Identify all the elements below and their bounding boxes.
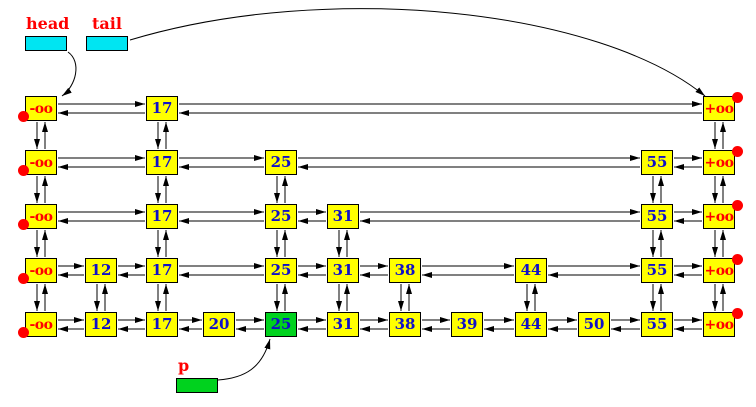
pos-infinity-node: +oo bbox=[703, 150, 735, 175]
node-55: 55 bbox=[641, 150, 673, 175]
pos-infinity-node: +oo bbox=[703, 96, 735, 121]
node-38: 38 bbox=[389, 258, 421, 283]
node-55: 55 bbox=[641, 312, 673, 337]
neg-infinity-node: -oo bbox=[25, 258, 57, 283]
head-pointer-box bbox=[25, 36, 67, 51]
neg-infinity-node: -oo bbox=[25, 150, 57, 175]
node-50: 50 bbox=[578, 312, 610, 337]
tail-pointer-box bbox=[86, 36, 128, 51]
node-38: 38 bbox=[389, 312, 421, 337]
neg-sentinel-dot bbox=[18, 111, 29, 122]
neg-sentinel-dot bbox=[18, 327, 29, 338]
node-39: 39 bbox=[451, 312, 483, 337]
node-25: 25 bbox=[265, 312, 297, 337]
node-55: 55 bbox=[641, 258, 673, 283]
node-12: 12 bbox=[85, 258, 117, 283]
node-20: 20 bbox=[203, 312, 235, 337]
pos-infinity-node: +oo bbox=[703, 312, 735, 337]
neg-infinity-node: -oo bbox=[25, 96, 57, 121]
neg-infinity-node: -oo bbox=[25, 312, 57, 337]
tail-label: tail bbox=[92, 14, 122, 33]
pos-sentinel-dot bbox=[732, 308, 743, 319]
node-25: 25 bbox=[265, 204, 297, 229]
tail-pointer-arrow bbox=[129, 8, 706, 97]
head-label: head bbox=[26, 14, 70, 33]
p-label: p bbox=[178, 356, 190, 375]
node-31: 31 bbox=[327, 204, 359, 229]
pos-sentinel-dot bbox=[732, 92, 743, 103]
pos-infinity-node: +oo bbox=[703, 258, 735, 283]
node-12: 12 bbox=[85, 312, 117, 337]
node-17: 17 bbox=[146, 150, 178, 175]
neg-sentinel-dot bbox=[18, 165, 29, 176]
node-55: 55 bbox=[641, 204, 673, 229]
pos-sentinel-dot bbox=[732, 146, 743, 157]
pos-sentinel-dot bbox=[732, 254, 743, 265]
node-44: 44 bbox=[515, 258, 547, 283]
pos-sentinel-dot bbox=[732, 200, 743, 211]
node-17: 17 bbox=[146, 96, 178, 121]
p-pointer-arrow bbox=[217, 338, 271, 381]
node-44: 44 bbox=[515, 312, 547, 337]
neg-infinity-node: -oo bbox=[25, 204, 57, 229]
node-25: 25 bbox=[265, 258, 297, 283]
node-31: 31 bbox=[327, 312, 359, 337]
neg-sentinel-dot bbox=[18, 273, 29, 284]
head-pointer-arrow bbox=[61, 51, 77, 97]
node-25: 25 bbox=[265, 150, 297, 175]
p-pointer-box bbox=[176, 378, 218, 393]
node-17: 17 bbox=[146, 204, 178, 229]
pos-infinity-node: +oo bbox=[703, 204, 735, 229]
node-17: 17 bbox=[146, 312, 178, 337]
node-31: 31 bbox=[327, 258, 359, 283]
node-17: 17 bbox=[146, 258, 178, 283]
neg-sentinel-dot bbox=[18, 219, 29, 230]
